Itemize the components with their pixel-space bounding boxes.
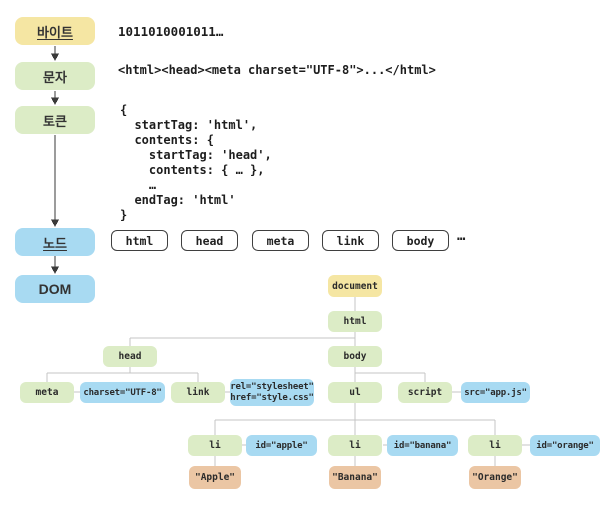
node-chip-head: head xyxy=(181,230,238,251)
tree-node-document: document xyxy=(328,275,382,297)
tree-text-apple: "Apple" xyxy=(189,466,241,489)
tree-attr-src: src="app.js" xyxy=(461,382,530,403)
pipeline-step-nodes-label: 노드 xyxy=(43,235,67,251)
token-object-code: { startTag: 'html', contents: { startTag… xyxy=(120,103,272,222)
tree-node-li-banana: li xyxy=(328,435,382,456)
pipeline-step-tokens-label: 토큰 xyxy=(43,113,67,129)
tree-text-orange: "Orange" xyxy=(469,466,521,489)
pipeline-step-nodes: 노드 xyxy=(15,228,95,256)
pipeline-step-characters-label: 문자 xyxy=(43,69,67,85)
tree-attr-id-banana: id="banana" xyxy=(387,435,458,456)
character-stream-text: <html><head><meta charset="UTF-8">...</h… xyxy=(118,63,436,77)
pipeline-step-characters: 문자 xyxy=(15,62,95,90)
tree-node-html: html xyxy=(328,311,382,332)
byte-stream-text: 1011010001011… xyxy=(118,24,224,39)
tree-node-li-apple: li xyxy=(188,435,242,456)
tree-node-script: script xyxy=(398,382,452,403)
tree-node-link: link xyxy=(171,382,225,403)
tree-attr-id-apple: id="apple" xyxy=(246,435,317,456)
tree-attr-id-orange: id="orange" xyxy=(530,435,600,456)
node-chip-body: body xyxy=(392,230,449,251)
tree-text-banana: "Banana" xyxy=(329,466,381,489)
pipeline-step-tokens: 토큰 xyxy=(15,106,95,134)
tree-node-li-orange: li xyxy=(468,435,522,456)
node-chips-ellipsis: … xyxy=(457,228,466,244)
pipeline-step-bytes-label: 바이트 xyxy=(37,24,73,40)
node-chip-meta: meta xyxy=(252,230,309,251)
tree-node-ul: ul xyxy=(328,382,382,403)
tree-attr-charset: charset="UTF-8" xyxy=(80,382,165,403)
node-chip-link: link xyxy=(322,230,379,251)
pipeline-step-dom-label: DOM xyxy=(38,281,72,297)
pipeline-step-dom: DOM xyxy=(15,275,95,303)
node-chip-html: html xyxy=(111,230,168,251)
tree-node-meta: meta xyxy=(20,382,74,403)
tree-node-head: head xyxy=(103,346,157,367)
tree-attr-rel-href: rel="stylesheet" href="style.css" xyxy=(230,379,314,406)
pipeline-step-bytes: 바이트 xyxy=(15,17,95,45)
tree-node-body: body xyxy=(328,346,382,367)
